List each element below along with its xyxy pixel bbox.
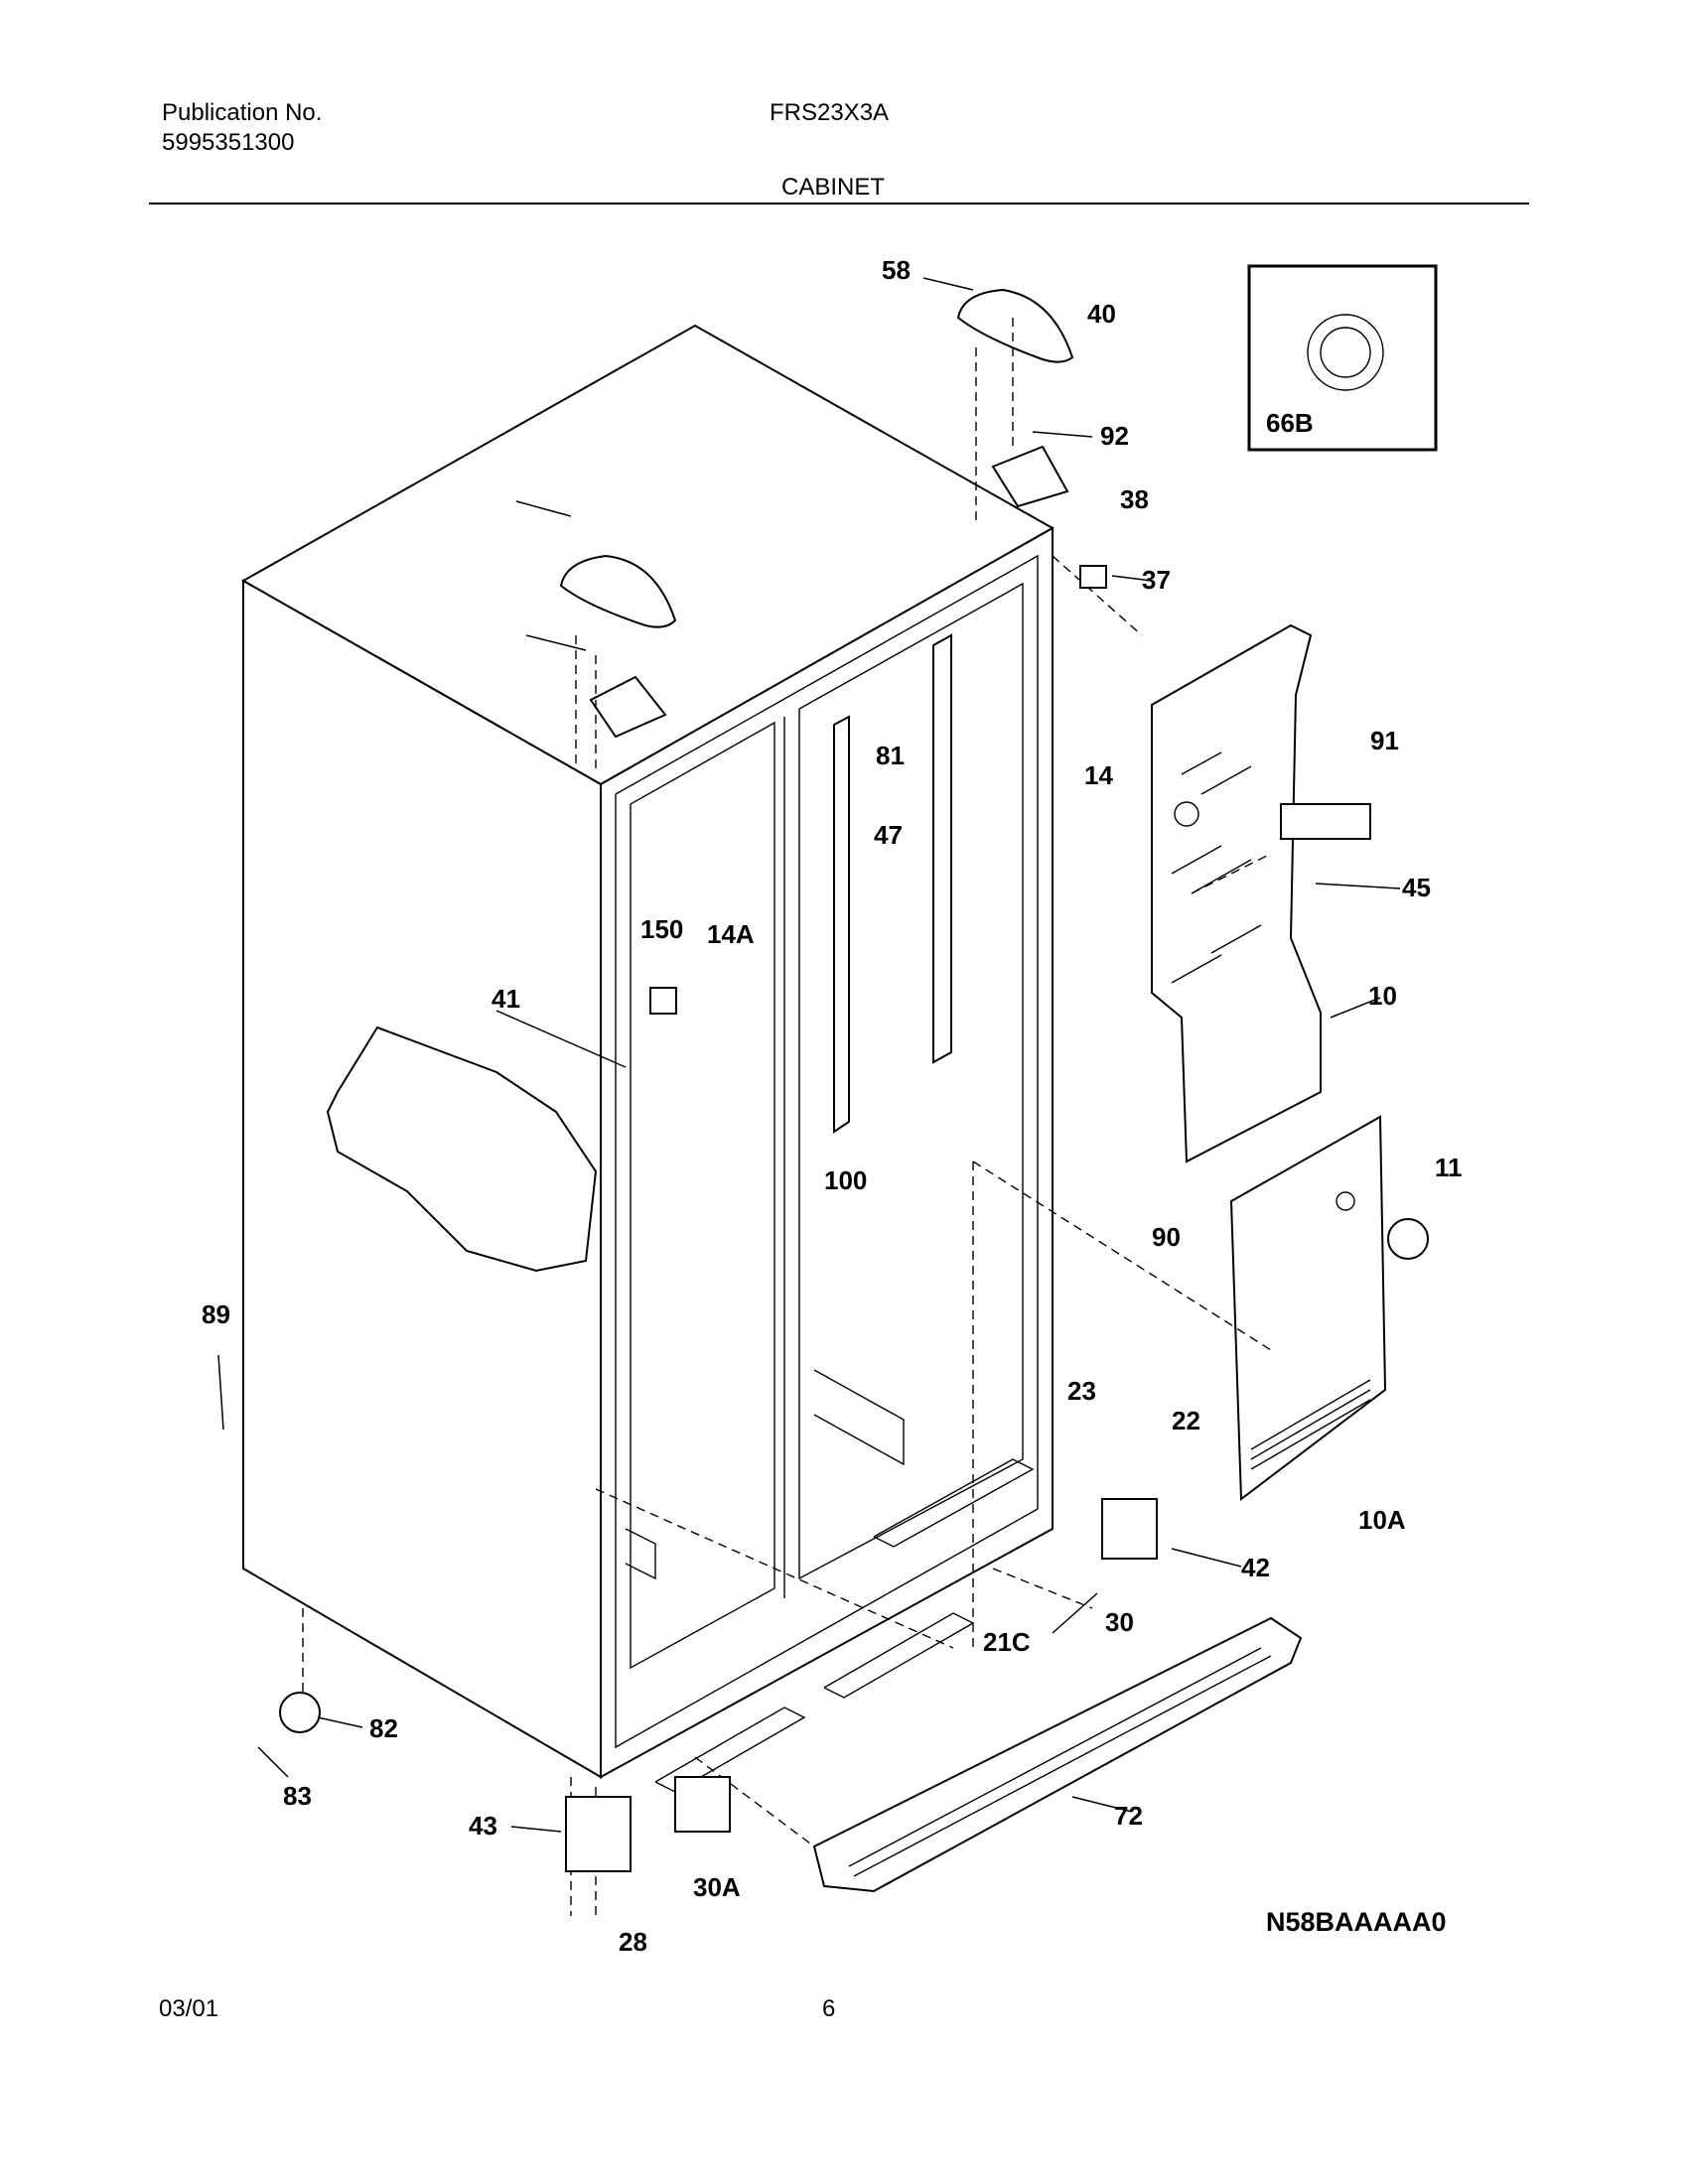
callout-40: 40	[1087, 299, 1116, 329]
callout-37: 37	[1142, 565, 1171, 595]
callout-90: 90	[1152, 1222, 1181, 1252]
callout-leaders	[217, 277, 1401, 1833]
publication-label: Publication No.	[162, 99, 323, 126]
callout-58: 58	[882, 255, 911, 285]
inset-part-66B: 66B	[1247, 264, 1438, 452]
hinge-cover-40-left	[559, 554, 677, 628]
lower-access-panel-10A	[1229, 1115, 1387, 1501]
callout-72: 72	[1114, 1801, 1143, 1831]
callout-21C: 21C	[983, 1627, 1031, 1657]
shelf-rail-47-left	[833, 715, 850, 1134]
section-title: CABINET	[781, 174, 886, 201]
model-number: FRS23X3A	[770, 99, 890, 126]
callout-83: 83	[283, 1781, 312, 1811]
door-closer-assembly-41	[326, 1025, 598, 1273]
shelf-rail-47-right	[932, 633, 952, 1064]
callout-150: 150	[640, 914, 683, 944]
callout-100: 100	[824, 1165, 867, 1195]
callout-81: 81	[876, 741, 905, 770]
publication-number: 5995351300	[162, 129, 295, 156]
callout-10A: 10A	[1358, 1505, 1406, 1535]
callout-23: 23	[1067, 1376, 1096, 1406]
inset-label: 66B	[1266, 408, 1314, 438]
callout-14: 14	[1084, 760, 1113, 790]
callout-47: 47	[874, 820, 903, 850]
footer-page-number: 6	[822, 1995, 836, 2022]
callout-30: 30	[1105, 1607, 1134, 1637]
callout-30A: 30A	[693, 1872, 741, 1902]
callout-92: 92	[1100, 421, 1129, 451]
callout-38: 38	[1120, 484, 1149, 514]
diagram-code: N58BAAAAA0	[1266, 1907, 1447, 1937]
callout-82: 82	[369, 1713, 398, 1743]
callout-14A: 14A	[707, 919, 755, 949]
toe-grille-72	[812, 1616, 1303, 1893]
callout-41: 41	[492, 984, 520, 1014]
assembly-guide-lines	[302, 318, 1272, 1916]
callout-45: 45	[1402, 873, 1431, 902]
callout-22: 22	[1172, 1406, 1200, 1435]
callout-28: 28	[619, 1927, 647, 1957]
callout-42: 42	[1241, 1553, 1270, 1582]
hinge-38-right	[991, 445, 1069, 508]
small-fasteners	[279, 565, 1429, 1872]
callout-11: 11	[1435, 1153, 1463, 1182]
callout-89: 89	[202, 1299, 230, 1329]
callout-10: 10	[1368, 981, 1397, 1011]
callout-91: 91	[1370, 726, 1399, 755]
callout-43: 43	[469, 1811, 497, 1841]
footer-date: 03/01	[159, 1995, 219, 2022]
evaporator-cover-10	[1151, 623, 1322, 1163]
hinge-38-left	[589, 675, 667, 739]
hinge-cover-40-right	[956, 288, 1074, 363]
callout-labels: 58 40 92 38 37 14 91 45 10 81 47 150 14A…	[202, 255, 1463, 1957]
header-rule	[149, 203, 1529, 205]
